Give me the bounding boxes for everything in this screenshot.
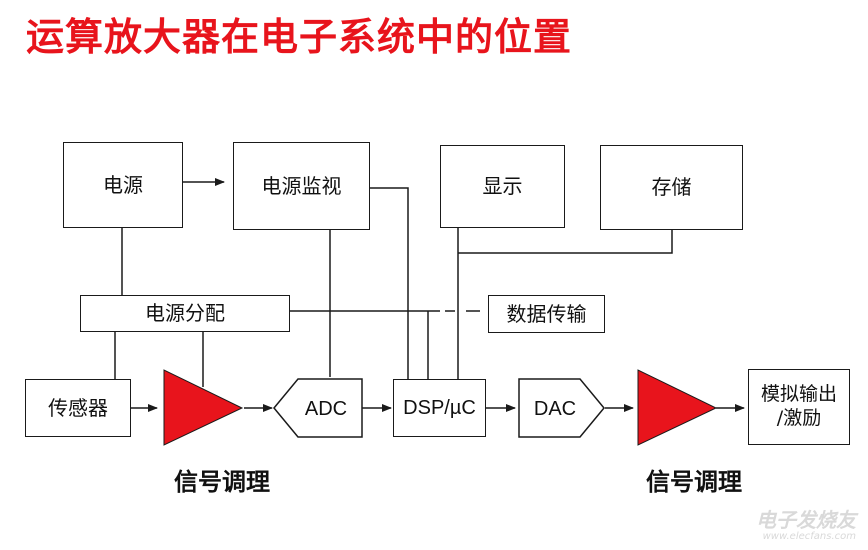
power-distribution-box: 电源分配	[80, 295, 290, 332]
data-transfer-label: 数据传输	[506, 301, 587, 326]
dac-label: DAC	[534, 398, 576, 420]
sensor-label: 传感器	[48, 395, 108, 420]
display-label: 显示	[482, 174, 523, 198]
analog-output-label-line2: /激励	[776, 407, 822, 429]
adc-block	[273, 378, 363, 438]
watermark: 电子发烧友 www.elecfans.com	[756, 504, 856, 542]
dsp-box: DSP/µC	[393, 379, 486, 437]
storage-box: 存储	[600, 145, 743, 230]
storage-to-bus-line	[458, 230, 673, 254]
power-distribution-label: 电源分配	[145, 301, 225, 325]
amplifier-left-icon	[163, 369, 244, 446]
analog-output-label-line1: 模拟输出	[760, 383, 837, 406]
data-transfer-box: 数据传输	[488, 295, 605, 333]
dac-block	[518, 378, 605, 438]
power-monitor-label: 电源监视	[261, 173, 342, 198]
amplifier-right-icon	[637, 369, 718, 446]
power-box: 电源	[63, 142, 183, 228]
page-title: 运算放大器在电子系统中的位置	[26, 15, 573, 59]
dsp-label: DSP/µC	[403, 396, 476, 419]
signal-conditioning-left-caption: 信号调理	[174, 468, 270, 496]
sensor-box: 传感器	[25, 379, 131, 437]
power-label: 电源	[103, 172, 143, 197]
monitor-to-dsp-line	[370, 187, 409, 379]
watermark-url: www.elecfans.com	[762, 531, 856, 542]
power-monitor-box: 电源监视	[233, 142, 370, 230]
analog-output-box: 模拟输出 /激励	[748, 369, 850, 445]
storage-label: 存储	[651, 175, 692, 199]
display-box: 显示	[440, 145, 565, 228]
signal-conditioning-right-caption: 信号调理	[646, 468, 742, 496]
adc-label: ADC	[305, 398, 347, 420]
watermark-brand: 电子发烧友	[756, 508, 856, 532]
